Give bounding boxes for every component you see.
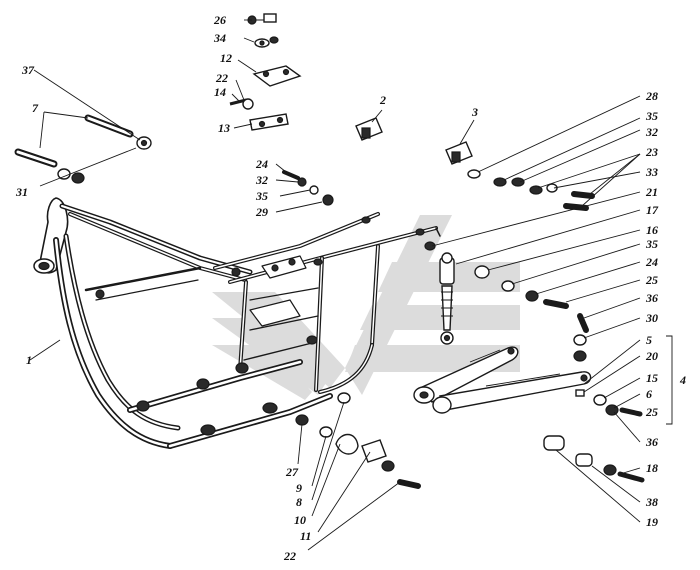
callout-3: 3 [471, 105, 478, 119]
callout-13: 13 [218, 121, 230, 135]
callout-2: 2 [379, 93, 386, 107]
callout-11: 11 [300, 529, 311, 543]
callout-24-lower: 24 [645, 255, 658, 269]
rear-shock-absorber [439, 252, 455, 345]
top-mount-hardware [229, 13, 302, 131]
callout-4: 4 [679, 373, 686, 387]
callout-36-upper: 36 [645, 291, 658, 305]
callout-24-upper: 24 [255, 157, 268, 171]
callout-15: 15 [646, 371, 658, 385]
callout-35-lower: 35 [645, 237, 658, 251]
callout-36-lower: 36 [645, 435, 658, 449]
leader-lines [29, 19, 673, 551]
callout-22-bottom: 22 [283, 549, 296, 563]
bracket-3 [445, 141, 473, 165]
callout-34: 34 [213, 31, 226, 45]
bracket-2 [355, 117, 383, 141]
shock-lower-hardware [474, 265, 589, 362]
callout-19: 19 [646, 515, 658, 529]
callout-12: 12 [220, 51, 232, 65]
callout-31: 31 [15, 185, 28, 199]
callout-26: 26 [213, 13, 226, 27]
callout-35-right: 35 [645, 109, 658, 123]
steering-pins [14, 114, 152, 184]
callout-14: 14 [214, 85, 226, 99]
callout-32-upper: 32 [255, 173, 268, 187]
swingarm [413, 346, 592, 414]
callout-37: 37 [21, 63, 35, 77]
callout-5: 5 [646, 333, 652, 347]
callout-9: 9 [296, 481, 302, 495]
callout-16: 16 [646, 223, 658, 237]
callout-17: 17 [646, 203, 659, 217]
callout-30: 30 [645, 311, 658, 325]
callout-6: 6 [646, 387, 652, 401]
callout-25-upper: 25 [645, 273, 658, 287]
callout-35-upper: 35 [255, 189, 268, 203]
callout-18: 18 [646, 461, 658, 475]
callout-38: 38 [645, 495, 658, 509]
callout-28: 28 [645, 89, 658, 103]
callout-1: 1 [26, 353, 32, 367]
callout-10: 10 [294, 513, 306, 527]
callout-21: 21 [645, 185, 658, 199]
swingarm-pivot-hardware [543, 389, 645, 483]
bottom-hardware [295, 392, 421, 489]
callout-7: 7 [32, 101, 39, 115]
callout-27: 27 [285, 465, 299, 479]
callout-22: 22 [215, 71, 228, 85]
callout-23: 23 [645, 145, 658, 159]
callout-25-lower: 25 [645, 405, 658, 419]
callout-labels: 26 34 12 22 14 13 37 7 31 2 3 24 32 35 2… [15, 13, 686, 563]
callout-32-right: 32 [645, 125, 658, 139]
callout-33: 33 [645, 165, 658, 179]
callout-29: 29 [255, 205, 268, 219]
main-frame [33, 197, 441, 449]
callout-20: 20 [645, 349, 658, 363]
rear-upper-hardware [424, 169, 595, 251]
callout-8: 8 [296, 495, 302, 509]
mount-bolt-group [282, 170, 334, 206]
